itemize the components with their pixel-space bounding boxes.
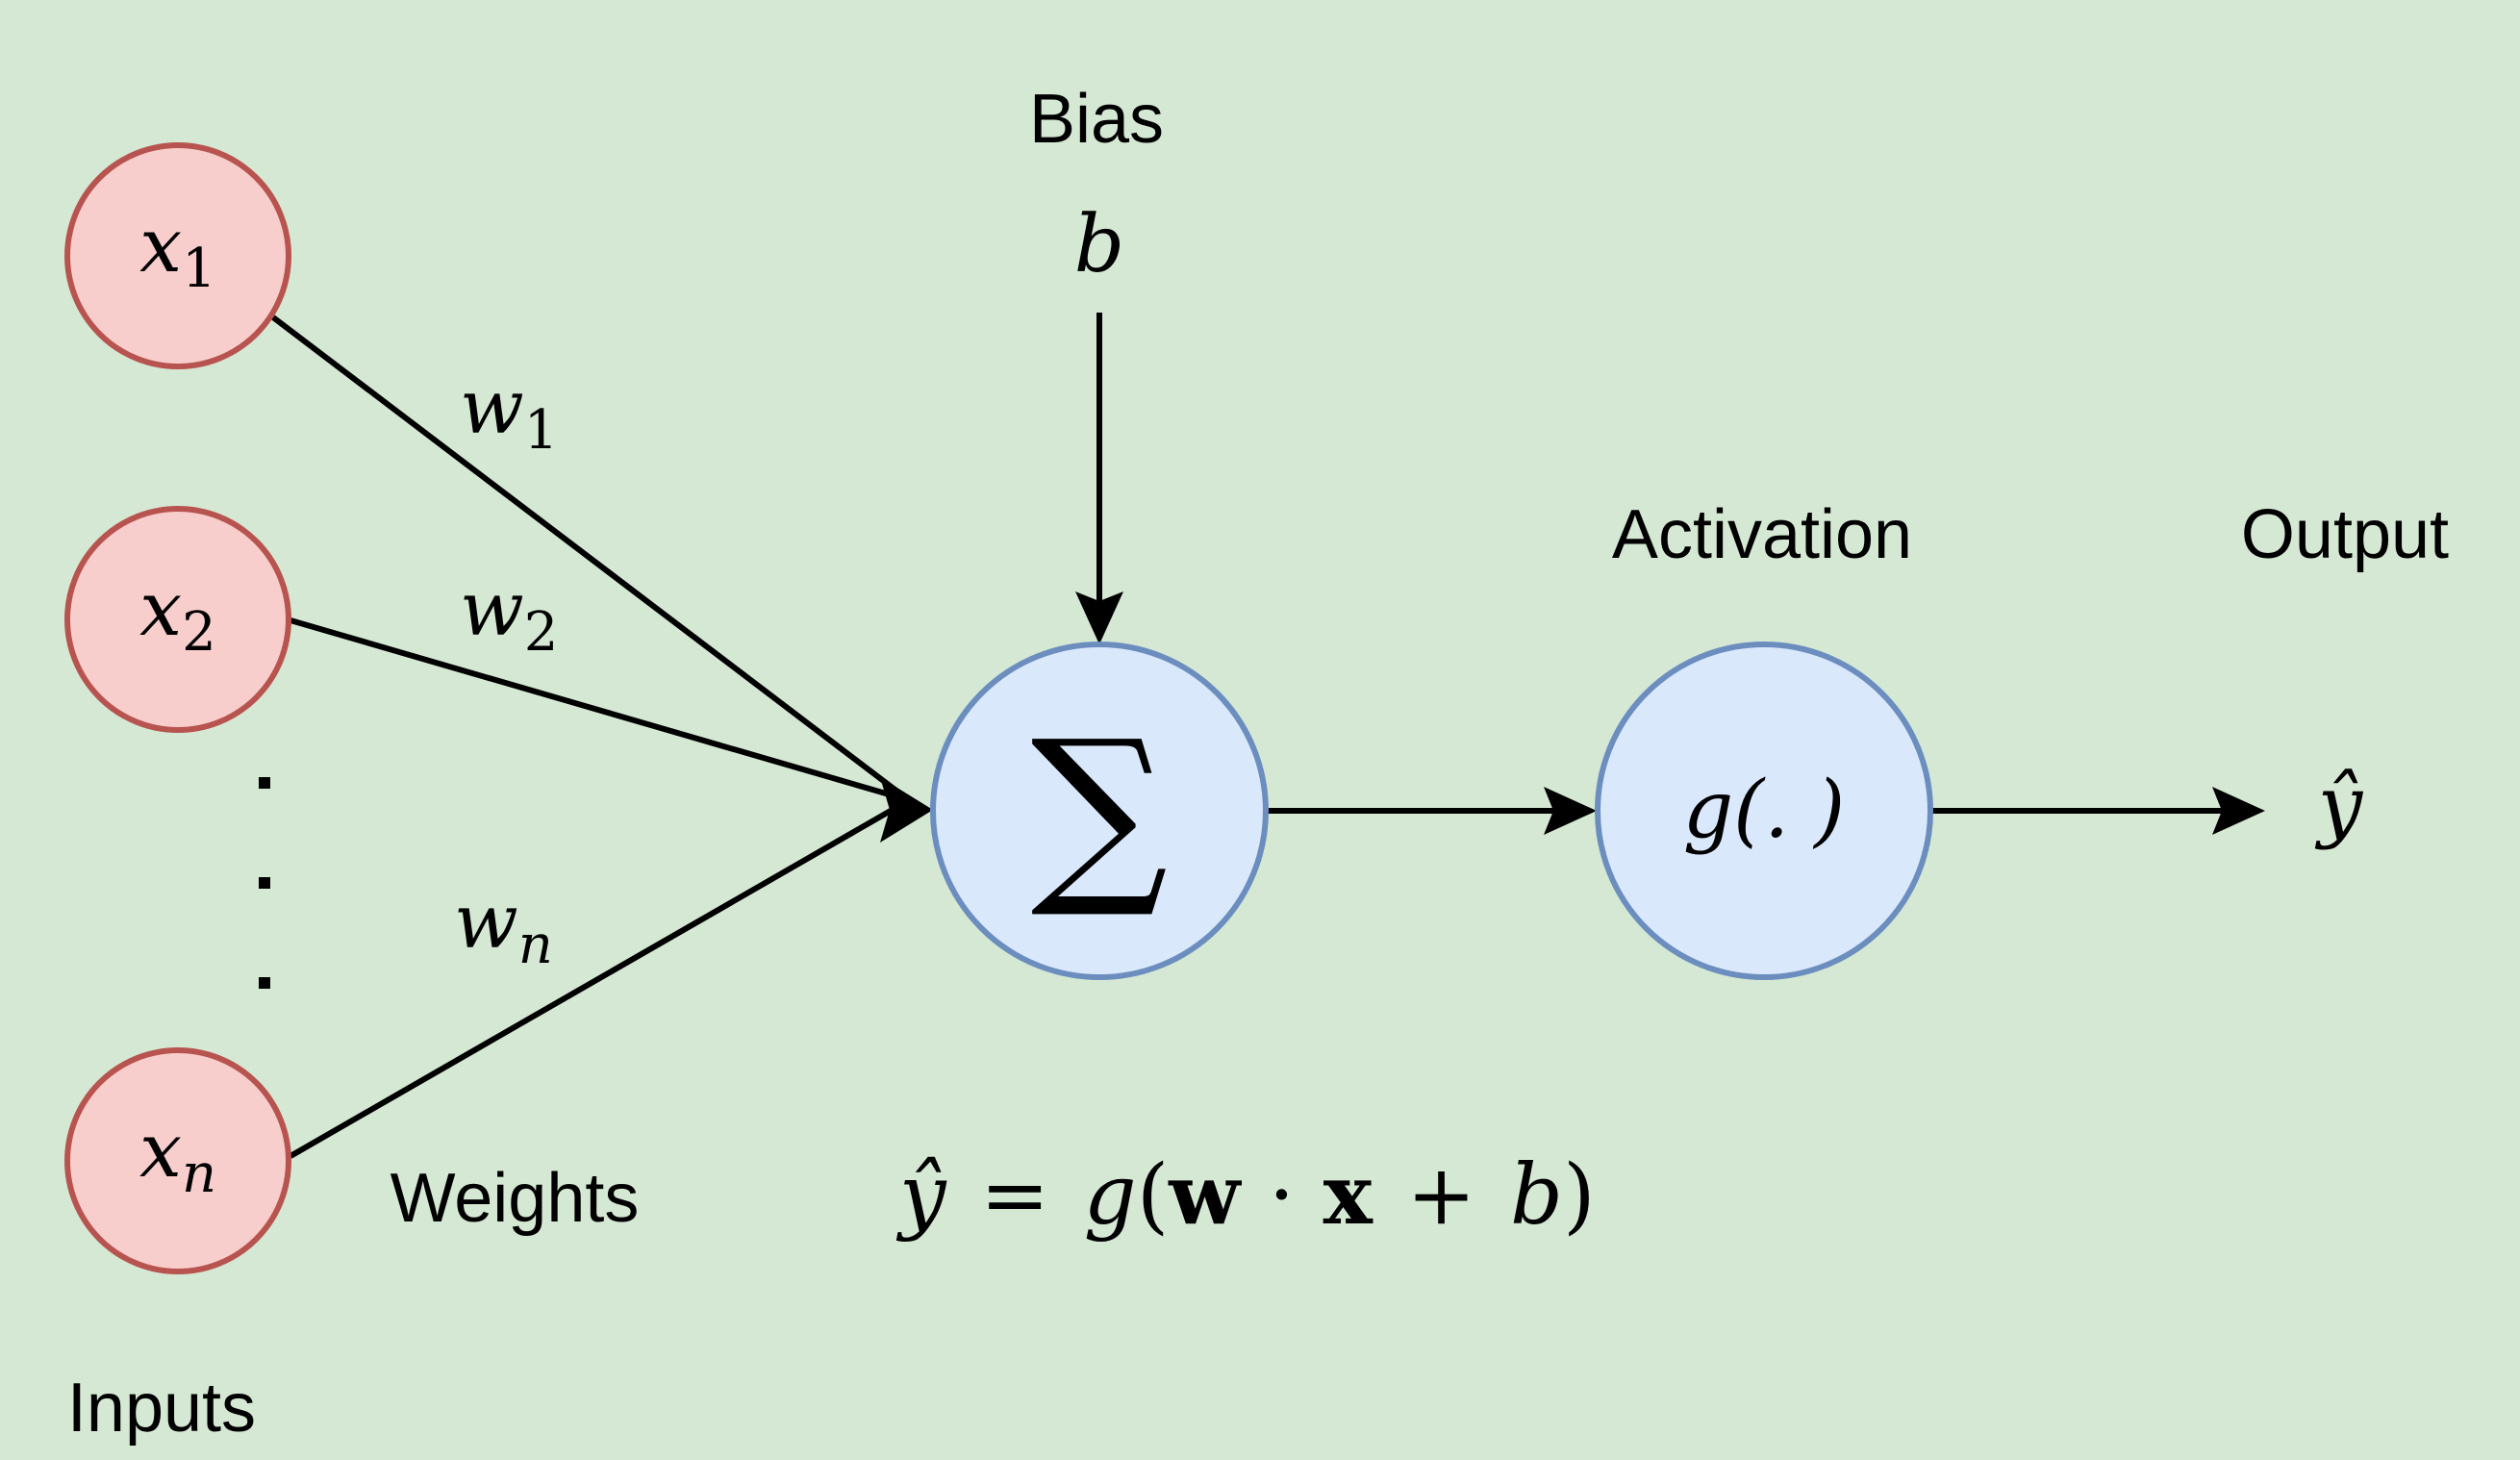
input-xn-subscript: n (182, 1143, 216, 1205)
inputs-label: Inputs (67, 1370, 256, 1447)
equation-close-paren: ) (1563, 1147, 1596, 1244)
vertical-ellipsis-icon (259, 777, 270, 989)
weights-label: Weights (391, 1160, 640, 1237)
activation-node: g(. ) (1595, 642, 1933, 980)
edge-xn-to-sum (289, 797, 911, 1159)
sum-symbol: ∑ (1031, 699, 1169, 923)
bias-symbol: b (1074, 199, 1125, 290)
equation: ŷ = g(w · x + b) (895, 1146, 1596, 1244)
weight-label-w2: w2 (460, 566, 558, 664)
output-arrowhead-icon (2212, 787, 2265, 835)
bias-label: Bias (1029, 81, 1164, 158)
output-symbol: ŷ (2314, 760, 2364, 851)
svg-text:xn: xn (139, 1108, 216, 1205)
equation-g: g (1084, 1147, 1137, 1244)
input-node-xn: xn (64, 1047, 291, 1274)
equation-x: x (1323, 1146, 1373, 1244)
input-x2-symbol: x (139, 566, 182, 653)
edge-sum-arrowhead-icon (880, 777, 933, 843)
equation-equals: = (980, 1147, 1049, 1244)
edge-x1-to-sum (271, 315, 911, 803)
equation-open-paren: ( (1137, 1147, 1170, 1244)
equation-b: b (1510, 1147, 1563, 1244)
activation-label: Activation (1612, 496, 1912, 573)
summation-node: ∑ (930, 642, 1269, 980)
equation-w: w (1168, 1146, 1242, 1244)
weight-label-wn: wn (454, 879, 553, 976)
weight-label-w1: w1 (460, 365, 558, 462)
equation-lhs: ŷ (895, 1147, 947, 1244)
input-x2-subscript: 2 (182, 601, 216, 664)
edge-x2-to-sum (290, 617, 910, 803)
svg-text:x2: x2 (139, 566, 216, 664)
sum-arrowhead-icon (1544, 787, 1597, 835)
input-x1-symbol: x (139, 203, 182, 289)
activation-function: g(. ) (1683, 765, 1846, 856)
input-node-x2: x2 (64, 506, 291, 733)
input-node-x1: x1 (64, 142, 291, 369)
equation-dot: · (1269, 1147, 1295, 1244)
bias-arrowhead-icon (1075, 592, 1123, 644)
input-x1-subscript: 1 (182, 238, 216, 300)
equation-plus: + (1406, 1147, 1475, 1244)
input-xn-symbol: x (139, 1108, 182, 1195)
svg-text:x1: x1 (139, 203, 216, 300)
output-label: Output (2241, 496, 2449, 573)
